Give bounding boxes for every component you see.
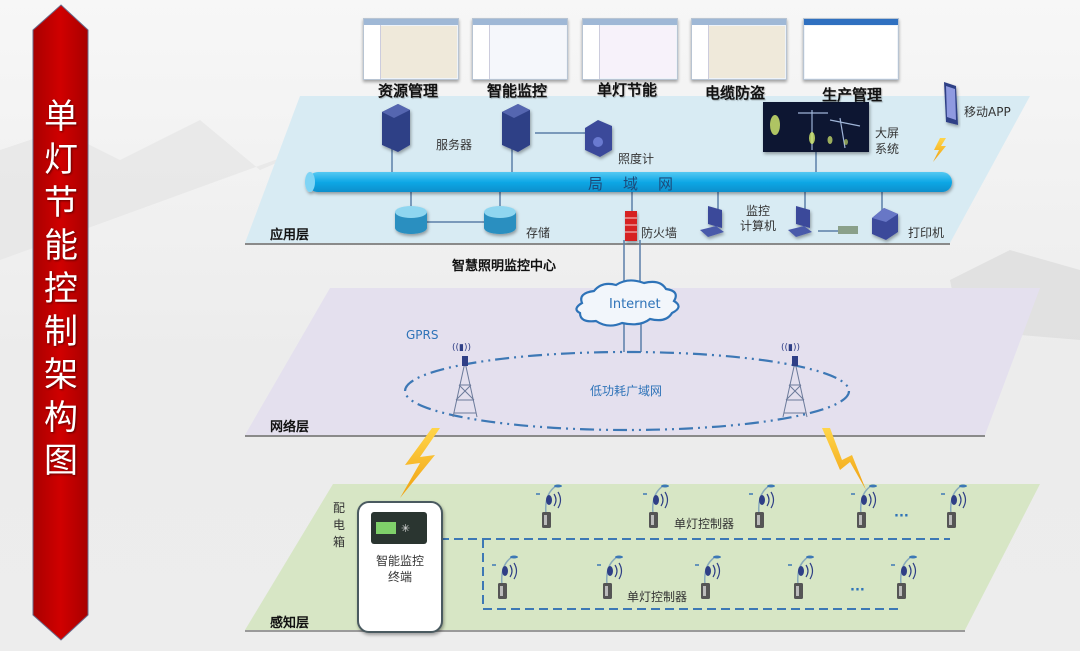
- storage-label: 存储: [526, 226, 551, 240]
- terminal-label: 智能监控 终端: [359, 553, 441, 585]
- monitor-label-line: 监控: [746, 204, 771, 218]
- app-thumbnail-monitor: [472, 18, 568, 80]
- terminal-keypad: ✳: [401, 522, 411, 535]
- cell-tower-icon: [452, 361, 478, 418]
- title-char: 控: [44, 269, 78, 309]
- app-layer-title: 应用层: [270, 228, 310, 243]
- page-title: 单 灯 节 能 控 制 架 构 图: [34, 96, 88, 483]
- controller-row2-label: 单灯控制器: [627, 590, 688, 604]
- controller-ellipsis: ···: [850, 583, 865, 598]
- distribution-box-char: 电: [333, 518, 346, 532]
- lux-meter-icon: [585, 120, 612, 157]
- smart-monitoring-terminal: ✳ 智能监控 终端: [357, 501, 443, 633]
- sensing-layer-plate: [245, 484, 1040, 630]
- title-banner: [32, 4, 89, 641]
- app-thumbnail-energy: [582, 18, 678, 80]
- title-char: 单: [44, 97, 78, 137]
- lan-label: 局域网: [588, 175, 694, 193]
- mobile-device-icon: [944, 82, 958, 125]
- wireless-bolt-icon: [933, 138, 946, 162]
- gprs-label: GPRS: [406, 328, 439, 342]
- monitor-label-line: 计算机: [740, 219, 777, 233]
- single-lamp-controller-icon: [891, 555, 917, 599]
- terminal-label-line: 终端: [387, 570, 412, 584]
- title-char: 能: [44, 226, 78, 266]
- app-label: 智能监控: [487, 82, 548, 100]
- app-thumbnail-production: [803, 18, 899, 80]
- app-layer-plate: [245, 96, 1030, 243]
- single-lamp-controller-icon: [941, 484, 967, 528]
- single-lamp-controller-icon: [788, 555, 814, 599]
- single-lamp-controller-icon: [536, 484, 562, 528]
- single-lamp-controller-icon: [695, 555, 721, 599]
- single-lamp-controller-icon: [749, 484, 775, 528]
- controller-row1-label: 单灯控制器: [674, 517, 735, 531]
- single-lamp-controller-icon: [851, 484, 877, 528]
- server-label: 服务器: [436, 138, 473, 152]
- wireless-bolt-icon: [822, 428, 866, 490]
- terminal-device-icon: ✳: [371, 512, 427, 544]
- network-layer-plate: [245, 288, 1040, 435]
- single-lamp-controller-icon: [643, 484, 669, 528]
- distribution-box-char: 箱: [333, 535, 346, 549]
- sensing-layer-title: 感知层: [270, 616, 310, 631]
- printer-icon: [872, 208, 898, 240]
- firewall-icon: [625, 211, 637, 241]
- wireless-bolt-icon: [400, 428, 440, 498]
- server-icon: [502, 104, 530, 152]
- svg-text:((▮)): ((▮)): [452, 343, 471, 353]
- app-thumbnail-cable: [691, 18, 787, 80]
- internet-label: Internet: [609, 297, 661, 312]
- distribution-box-label: 配 电 箱: [333, 500, 347, 551]
- lpwan-label: 低功耗广域网: [590, 384, 663, 398]
- title-char: 架: [44, 355, 78, 395]
- controller-ellipsis: ···: [894, 509, 909, 524]
- big-screen-icon: [763, 102, 869, 152]
- controller-bus-lines: [440, 538, 950, 610]
- app-label: 资源管理: [378, 82, 439, 100]
- app-thumbnail-resource: [363, 18, 459, 80]
- firewall-label: 防火墙: [641, 226, 678, 240]
- internet-cloud-icon: [575, 279, 680, 327]
- terminal-label-line: 智能监控: [375, 554, 424, 568]
- monitor-computer-icon: [788, 206, 812, 237]
- terminal-screen: [376, 522, 396, 534]
- app-label: 电缆防盗: [705, 84, 766, 102]
- network-layer-title: 网络层: [270, 420, 310, 435]
- distribution-box-char: 配: [333, 501, 346, 515]
- mobile-app-label: 移动APP: [964, 105, 1011, 119]
- single-lamp-controller-icon: [492, 555, 518, 599]
- title-char: 节: [44, 183, 78, 223]
- single-lamp-controller-icon: [597, 555, 623, 599]
- lan-bus: [305, 172, 952, 192]
- monitor-computer-label: 监控 计算机: [740, 204, 776, 234]
- big-screen-label-line: 大屏: [875, 126, 900, 140]
- big-screen-label: 大屏 系统: [875, 125, 899, 157]
- lux-meter-label: 照度计: [618, 152, 655, 166]
- title-char: 制: [44, 312, 78, 352]
- monitoring-center-title: 智慧照明监控中心: [452, 259, 557, 274]
- cell-tower-icon: [782, 361, 808, 418]
- lpwan-coverage-ellipse: [403, 350, 851, 432]
- app-label: 生产管理: [822, 86, 883, 104]
- printer-label: 打印机: [908, 226, 945, 240]
- title-char: 图: [44, 441, 78, 481]
- svg-text:((▮)): ((▮)): [781, 343, 800, 353]
- big-screen-label-line: 系统: [875, 142, 900, 156]
- network-switch-icon: [838, 226, 858, 234]
- monitor-computer-icon: [700, 206, 724, 237]
- storage-icon: [395, 206, 427, 234]
- app-label: 单灯节能: [597, 81, 658, 99]
- server-icon: [382, 104, 410, 152]
- title-char: 构: [44, 398, 78, 438]
- storage-icon: [484, 206, 516, 234]
- title-char: 灯: [44, 140, 78, 180]
